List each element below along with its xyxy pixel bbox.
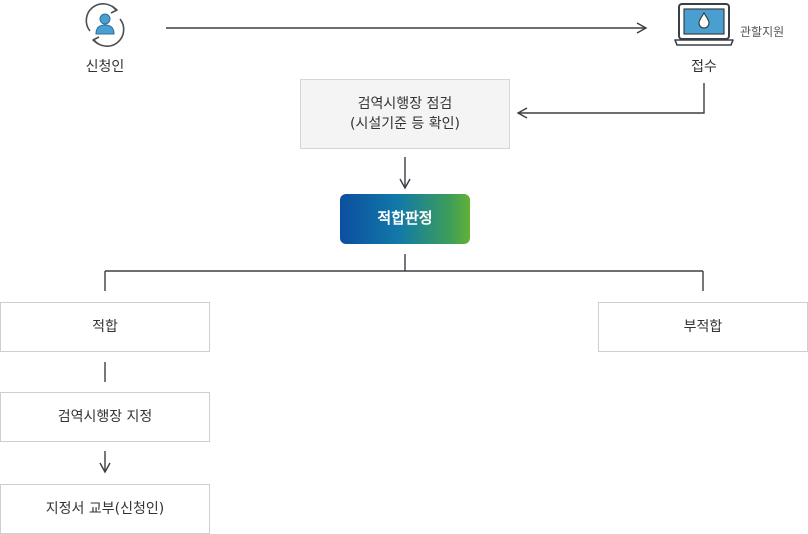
reception-label: 접수 [691,59,717,75]
inspection-box: 검역시행장 점검 (시설기준 등 확인) [300,79,510,149]
applicant-label: 신청인 [85,59,125,75]
arrow-reception-to-inspection [516,83,705,119]
certificate-box: 지정서 교부(신청인) [0,484,210,534]
designation-box: 검역시행장 지정 [0,392,210,442]
person-cycle-icon [79,2,131,48]
fail-label: 부적합 [683,318,723,335]
inspection-title: 검역시행장 점검 [357,95,453,112]
inspection-subtitle: (시설기준 등 확인) [350,116,460,132]
laptop-water-drop-icon [674,2,734,48]
authority-label: 관할지원 [740,25,785,39]
decision-label: 적합판정 [377,209,433,228]
branch-connector [104,254,704,291]
certificate-label: 지정서 교부(신청인) [45,500,165,517]
designation-label: 검역시행장 지정 [57,408,153,425]
fail-box: 부적합 [598,302,808,352]
pass-box: 적합 [0,302,210,352]
decision-box: 적합판정 [340,194,470,244]
pass-label: 적합 [92,318,118,335]
